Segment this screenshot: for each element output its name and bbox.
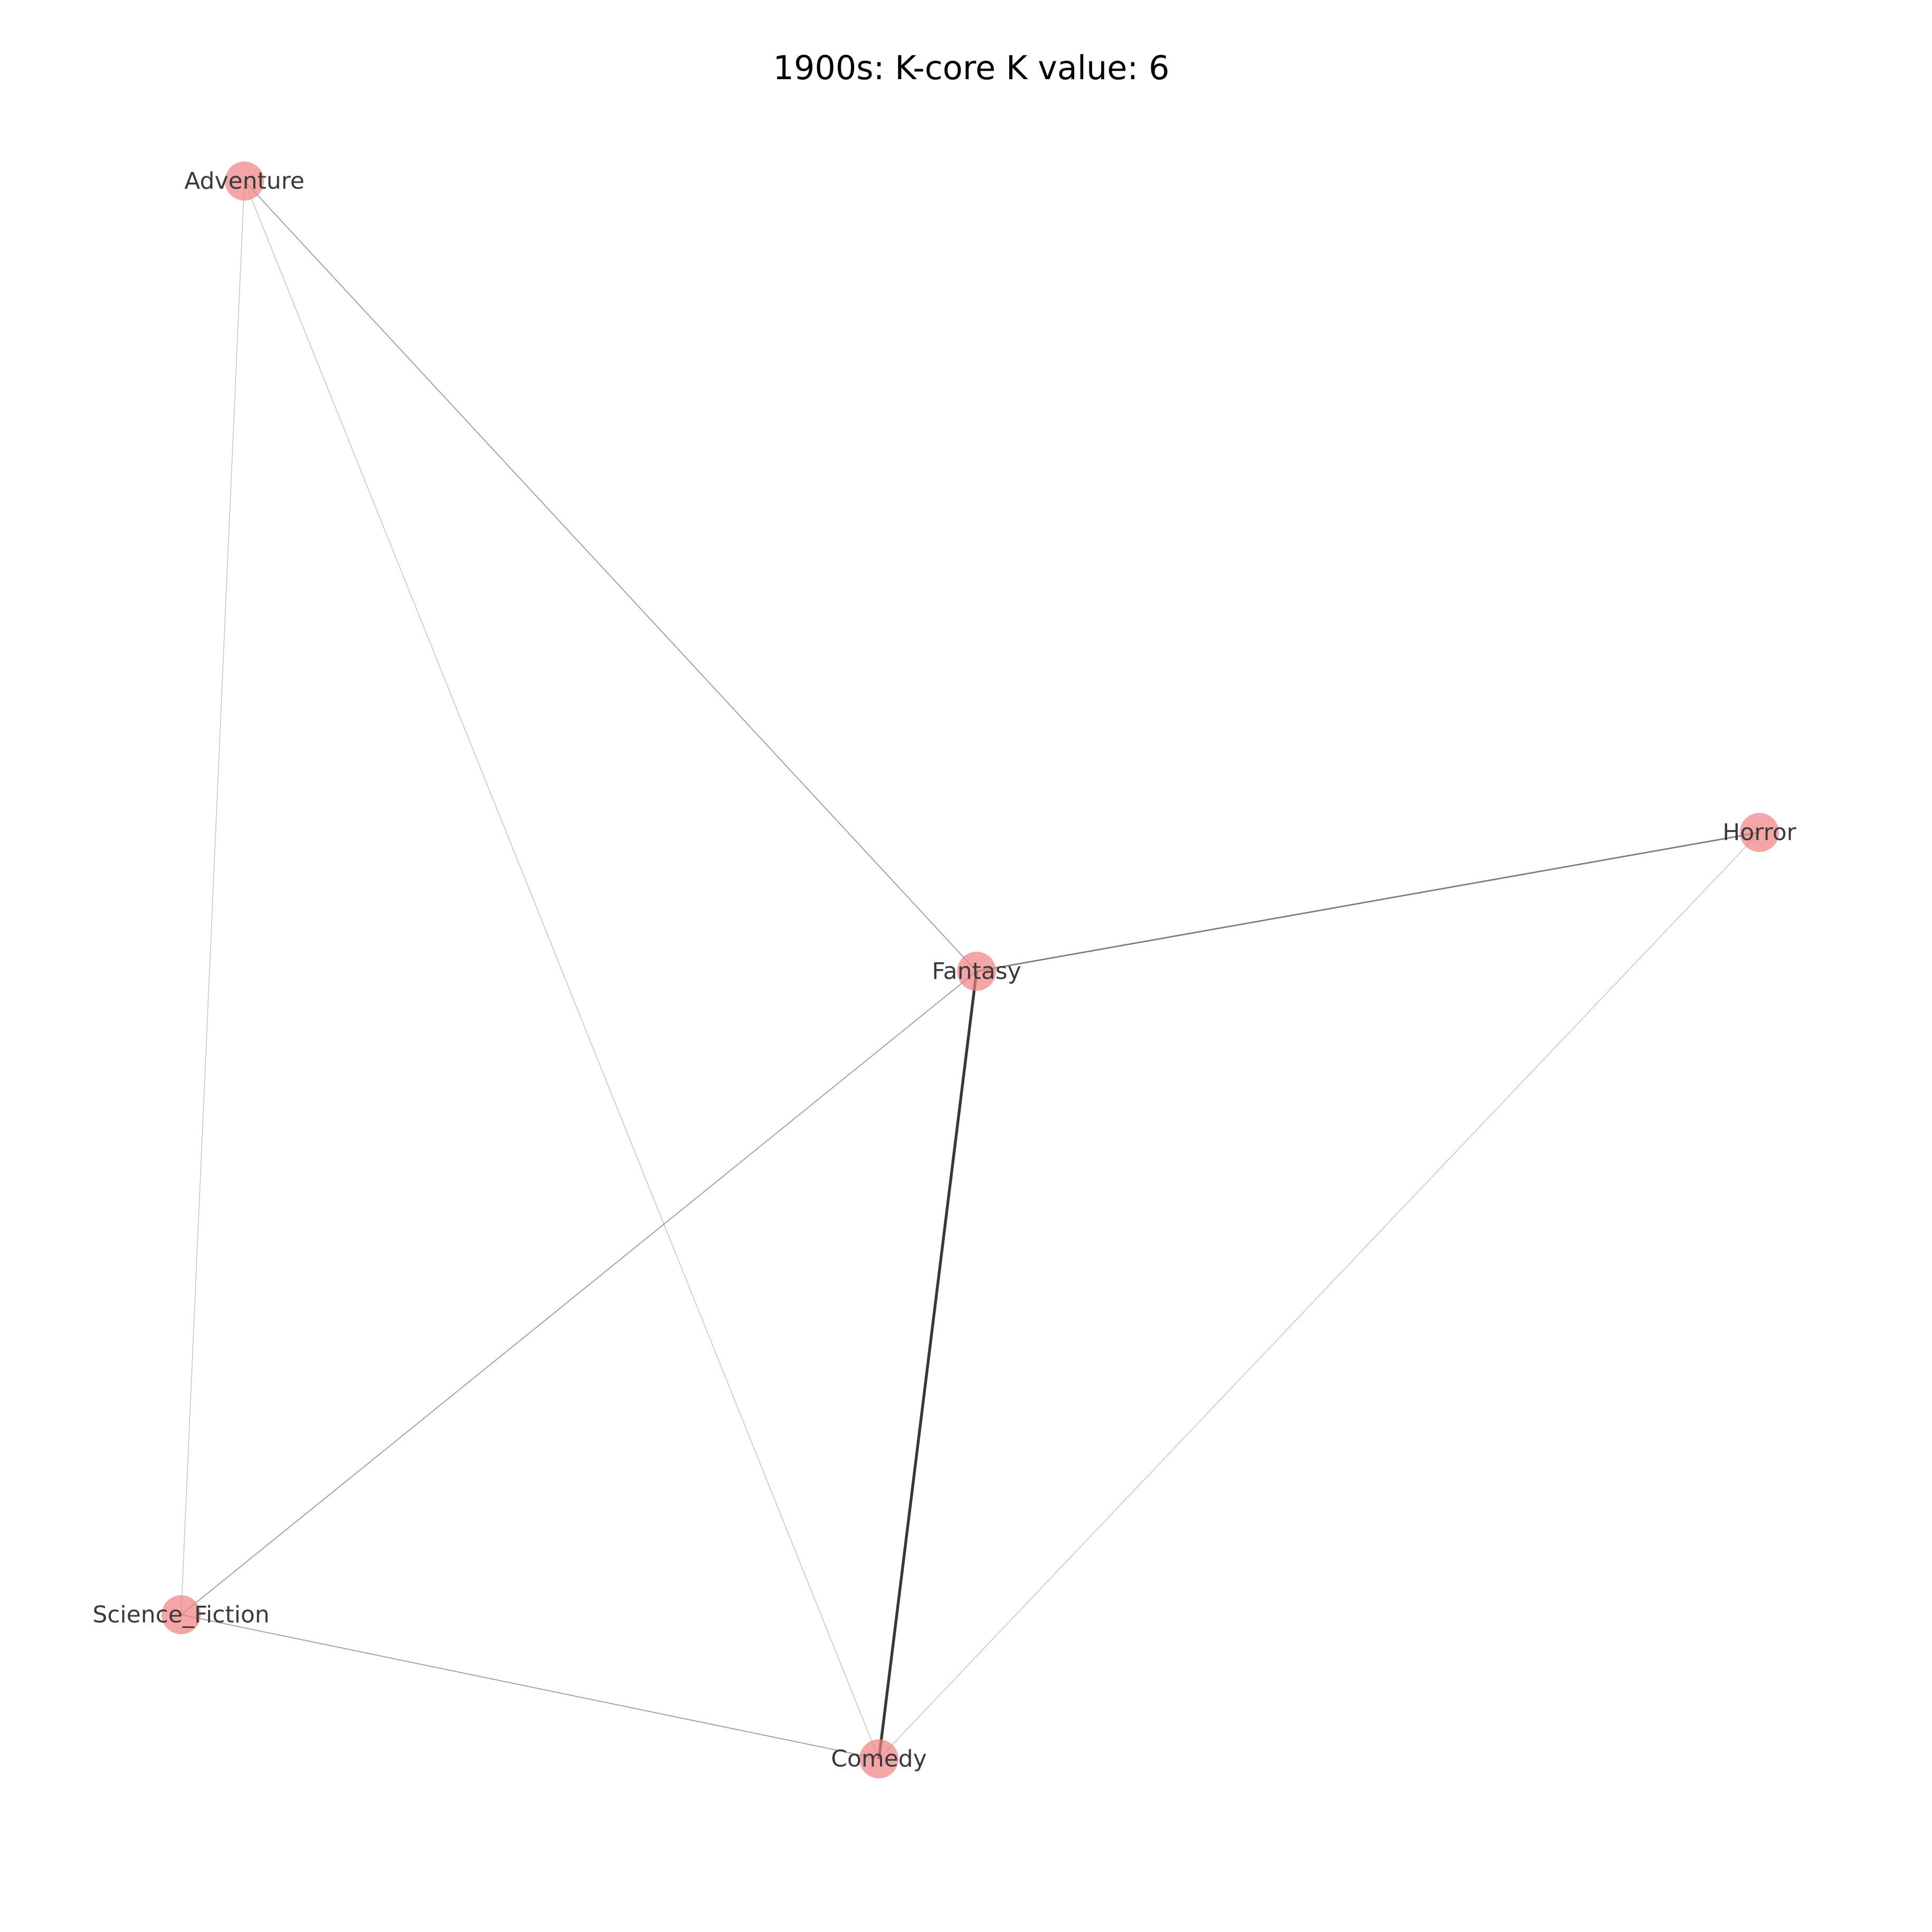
edge-science-fiction-comedy <box>181 1614 879 1759</box>
edge-fantasy-comedy <box>877 971 978 1759</box>
node-adventure <box>225 162 264 201</box>
node-label-horror: Horror <box>1722 819 1796 846</box>
node-label-adventure: Adventure <box>184 168 305 195</box>
label-layer: AdventureHorrorFantasyScience_FictionCom… <box>92 168 1796 1773</box>
edge-adventure-comedy <box>244 181 879 1759</box>
edge-layer <box>181 181 1760 1759</box>
edge-horror-comedy <box>878 832 1760 1759</box>
node-fantasy <box>957 952 996 991</box>
node-label-comedy: Comedy <box>831 1746 927 1773</box>
node-layer <box>162 162 1779 1778</box>
node-horror <box>1740 813 1779 852</box>
graph-title: 1900s: K-core K value: 6 <box>773 49 1170 87</box>
node-label-fantasy: Fantasy <box>932 958 1021 985</box>
edge-adventure-fantasy <box>244 181 977 972</box>
edge-fantasy-horror <box>976 831 1760 972</box>
node-science-fiction <box>162 1595 201 1634</box>
node-label-science-fiction: Science_Fiction <box>92 1602 269 1628</box>
edge-fantasy-science-fiction <box>181 971 977 1615</box>
node-comedy <box>859 1739 898 1778</box>
edge-adventure-science-fiction <box>181 181 245 1615</box>
